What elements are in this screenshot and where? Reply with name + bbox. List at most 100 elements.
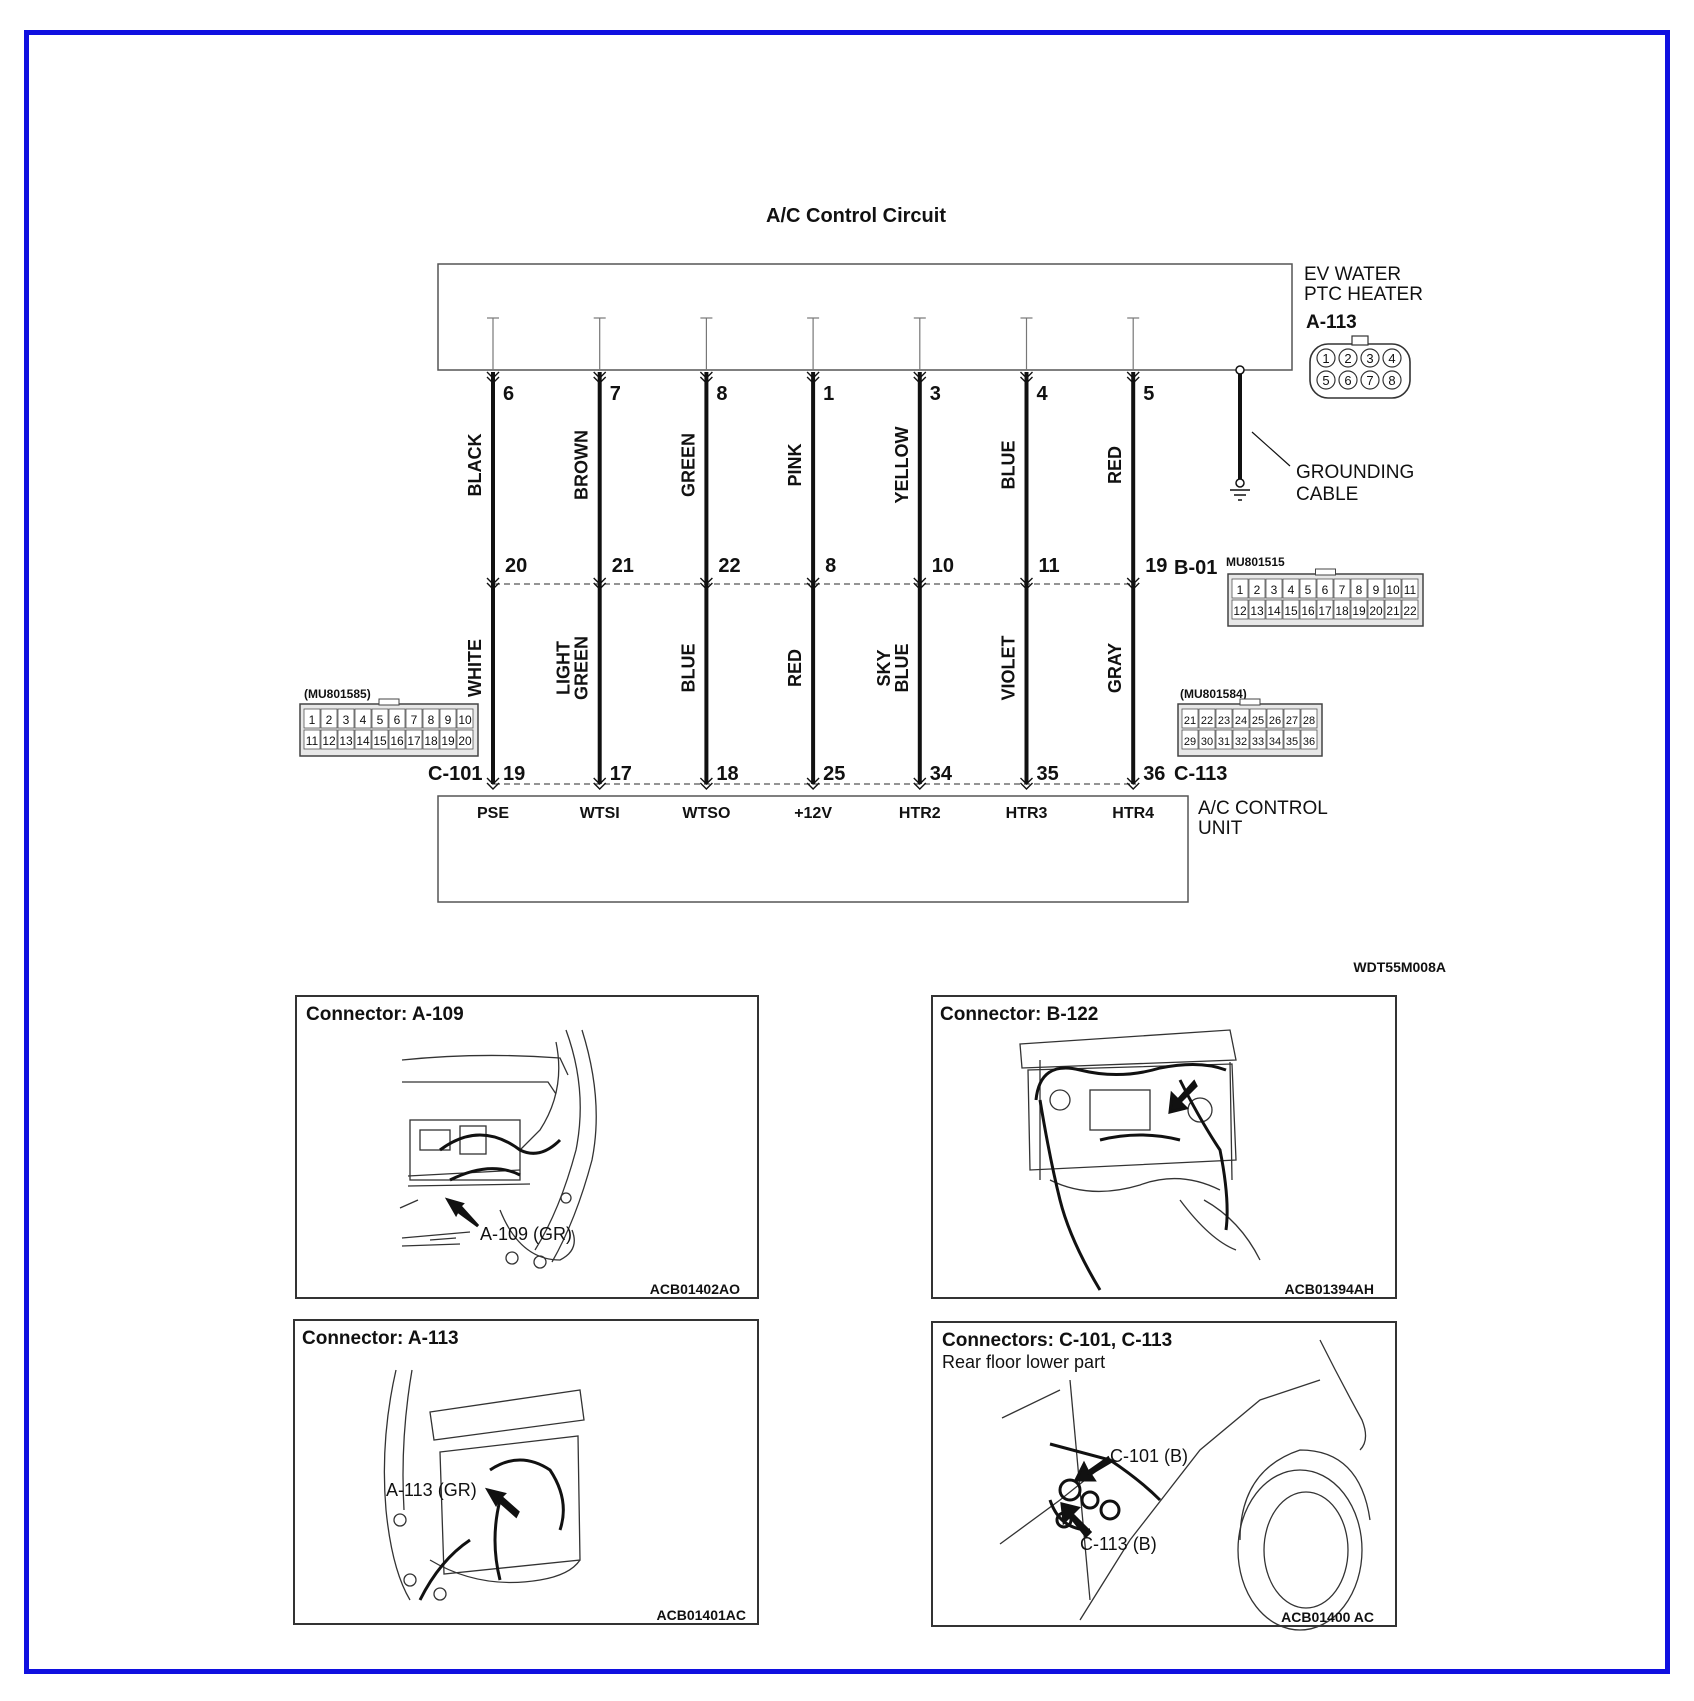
connector-pin-number: 1 [309, 713, 316, 727]
c101-connector-id: C-101 [428, 763, 482, 785]
connector-pin [1382, 370, 1402, 390]
connector-pin-cell [1367, 599, 1385, 620]
wire-chevron [699, 577, 713, 590]
connector-pin-number: 6 [1344, 373, 1351, 388]
wire-chevron [806, 371, 820, 384]
panel-c101-c113-code: ACB01400 AC [1281, 1609, 1374, 1625]
wire-upper-color: PINK [785, 443, 805, 486]
connector-pin-cell [1299, 578, 1317, 599]
connector-pin-cell [1266, 708, 1284, 729]
wire-chevron [486, 577, 500, 590]
connector-pin-cell [1350, 578, 1368, 599]
connector-latch [378, 698, 400, 706]
connector-pin-cell [1401, 599, 1419, 620]
ground-bottom-terminal [1235, 478, 1245, 488]
panel-a113-callout: A-113 (GR) [386, 1480, 477, 1500]
connector-pin-cell [1283, 708, 1301, 729]
wire-bottom-pin: 17 [610, 763, 632, 785]
wire-bottom-pin: 25 [823, 763, 845, 785]
connector-pin-number: 12 [1233, 604, 1247, 618]
connector-pin-number: 2 [1254, 583, 1261, 597]
connector-pin [1338, 348, 1358, 368]
connector-pin-number: 22 [1201, 715, 1213, 727]
panel-a113-arrow [484, 1487, 520, 1519]
connector-pin-number: 12 [322, 734, 336, 748]
connector-pin [1316, 370, 1336, 390]
connector-pin-number: 15 [373, 734, 387, 748]
wire-mid-pin: 21 [612, 555, 634, 577]
connector-pin-cell [1181, 708, 1199, 729]
wire-chevron [1020, 777, 1033, 790]
connector-pin-number: 11 [306, 734, 319, 748]
connector-pin [1316, 348, 1336, 368]
wire-top-pin: 6 [503, 383, 514, 405]
panel-b122-arrow [1168, 1079, 1198, 1114]
panel-b122-title: Connector: B-122 [940, 1004, 1098, 1025]
connector-pin-number: 2 [1344, 351, 1351, 366]
wire-terminal-name: +12V [794, 805, 832, 822]
c113-part-no: (MU801584) [1180, 687, 1247, 701]
connector-pin-number: 22 [1403, 604, 1417, 618]
connector-pin-number: 18 [424, 734, 438, 748]
connector-pin-cell [456, 729, 474, 750]
ptc-heater-box [437, 263, 1293, 371]
connector-pin-number: 13 [1250, 604, 1264, 618]
connector-pin [1338, 370, 1358, 390]
panel-a113-code: ACB01401AC [657, 1607, 746, 1623]
wire-top-pin: 1 [823, 383, 834, 405]
connector-pin-cell [1198, 729, 1216, 750]
connector-pin-cell [371, 729, 389, 750]
connector-pin-number: 6 [1322, 583, 1329, 597]
wire-lower-color-2: GREEN [572, 636, 592, 700]
connector-latch [1315, 568, 1336, 576]
connector-pin-cell [1266, 729, 1284, 750]
panel-a109-wire-harness [439, 1133, 562, 1182]
wire-top-pin: 3 [930, 383, 941, 405]
wire-chevron [1020, 577, 1033, 590]
wire-chevron [1126, 777, 1140, 790]
wire-upper-color: YELLOW [892, 426, 912, 503]
connector-pin-cell [1249, 729, 1267, 750]
panel-a109-frame [295, 995, 759, 1299]
wire-chevron [1126, 577, 1140, 590]
connector-pin-cell [1282, 578, 1300, 599]
connector-pin-cell [456, 708, 474, 729]
panel-a109: Connector: A-109 A-109 (GR) ACB01402AO [295, 995, 759, 1299]
diagram-title: A/C Control Circuit [766, 205, 946, 227]
connector-pin-number: 36 [1303, 736, 1315, 748]
connector-pin-cell [405, 729, 423, 750]
connector-pin-number: 25 [1252, 715, 1264, 727]
connector-pin-number: 10 [1386, 583, 1400, 597]
wire-terminal-name: WTSO [682, 805, 730, 822]
connector-pin-number: 19 [1352, 604, 1366, 618]
connector-pin-number: 16 [390, 734, 404, 748]
c101-part-no: (MU801585) [304, 687, 371, 701]
connector-pin-number: 8 [428, 713, 435, 727]
connector-pin-number: 3 [1366, 351, 1373, 366]
connector-pin [1360, 348, 1380, 368]
connector-pin-number: 24 [1235, 715, 1247, 727]
wire-lower-color: GRAY [1105, 643, 1125, 693]
connector-pin-cell [1282, 599, 1300, 620]
wire-upper-color: BLUE [999, 441, 1019, 490]
ground-top-terminal [1235, 365, 1245, 375]
wire-terminal-name: HTR3 [1006, 805, 1048, 822]
connector-pin-cell [1300, 708, 1318, 729]
connector-pin-number: 1 [1237, 583, 1244, 597]
wire-chevron [913, 777, 927, 790]
wire-mid-pin: 8 [825, 555, 836, 577]
connector-pin-number: 34 [1269, 736, 1281, 748]
connector-pin-number: 3 [1271, 583, 1278, 597]
wire-top-pin: 8 [716, 383, 727, 405]
connector-pin-cell [354, 729, 372, 750]
connector-pin-number: 7 [411, 713, 418, 727]
connector-pin-number: 4 [360, 713, 367, 727]
connector-pin-cell [1265, 599, 1283, 620]
b01-connector-id: B-01 [1174, 557, 1217, 579]
figure-code: WDT55M008A [1353, 959, 1446, 975]
connector-pin-cell [405, 708, 423, 729]
wire-chevron [913, 577, 927, 590]
